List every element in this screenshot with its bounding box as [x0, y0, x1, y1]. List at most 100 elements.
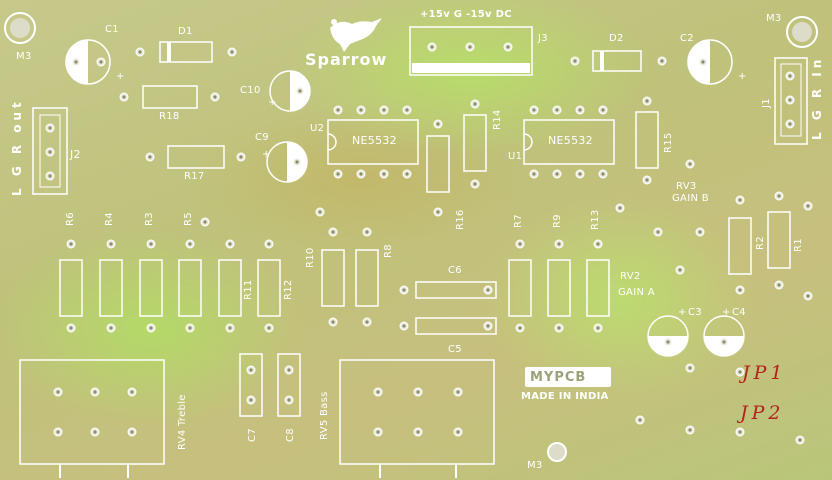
label-c8: C8	[285, 428, 296, 442]
label-r6: R6	[65, 212, 76, 226]
label-r3: R3	[144, 212, 155, 226]
label-m3-top-right: M3	[766, 13, 782, 24]
label-m3-bottom: M3	[527, 460, 543, 471]
label-j2-pinout: L G R out	[10, 98, 24, 196]
capacitor-c8	[277, 353, 301, 417]
connector-j3	[409, 26, 533, 76]
label-ic-u2: NE5532	[352, 134, 397, 147]
resistor-r14	[463, 99, 487, 189]
label-j2: J2	[70, 148, 81, 161]
mounting-hole-top-left	[4, 12, 36, 44]
resistor-r9	[547, 239, 571, 333]
label-ic-u1: NE5532	[548, 134, 593, 147]
potentiometer-rv5	[339, 359, 495, 478]
label-r13: R13	[590, 209, 601, 230]
resistor-r5	[178, 239, 202, 333]
sparrow-bird-logo	[330, 18, 382, 52]
label-c4: C4	[732, 307, 746, 318]
label-c9: C9	[255, 132, 269, 143]
mounting-hole-top-right	[786, 16, 818, 48]
plus-mark-c1: +	[116, 71, 125, 82]
resistor-r12	[257, 239, 281, 333]
capacitor-c7	[239, 353, 263, 417]
resistor-r16	[426, 119, 450, 217]
label-r2: R2	[755, 236, 766, 250]
capacitor-c6	[399, 281, 497, 299]
label-r8: R8	[383, 244, 394, 258]
label-r14: R14	[492, 109, 503, 130]
plus-mark-c3: +	[678, 307, 687, 318]
label-c1: C1	[105, 24, 119, 35]
label-rv5-bass: RV5 Bass	[319, 391, 330, 440]
trimmer-rv3-pads	[653, 227, 705, 275]
jumper-pads	[685, 363, 745, 437]
plus-mark-c9: +	[262, 149, 271, 160]
connector-j1	[774, 57, 808, 145]
handwritten-jp1: JP1	[742, 362, 787, 384]
connector-j2	[32, 107, 68, 195]
label-c5: C5	[448, 344, 462, 355]
label-r10: R10	[305, 247, 316, 268]
label-c3: C3	[688, 307, 702, 318]
label-j1-pinout: L G R In	[810, 55, 824, 140]
plus-mark-c2: +	[738, 71, 747, 82]
label-c2: C2	[680, 33, 694, 44]
resistor-r6	[59, 239, 83, 333]
label-rv3: RV3	[676, 181, 697, 192]
label-m3-top-left: M3	[16, 51, 32, 62]
handwritten-jp2: JP2	[740, 402, 785, 424]
label-u2: U2	[310, 123, 325, 134]
ic-u1	[523, 105, 615, 179]
mounting-hole-bottom	[547, 442, 567, 462]
label-r7: R7	[513, 214, 524, 228]
label-power-input: +15v G -15v DC	[420, 9, 512, 20]
label-r12: R12	[283, 279, 294, 300]
resistor-r17	[145, 145, 246, 169]
label-r1: R1	[793, 238, 804, 252]
resistor-r18	[119, 85, 220, 109]
diode-d2	[570, 50, 667, 72]
capacitor-c5	[399, 317, 497, 335]
resistor-r2	[728, 195, 752, 295]
capacitor-c10	[269, 70, 311, 112]
capacitor-c1	[65, 39, 111, 85]
label-r16: R16	[455, 209, 466, 230]
ic-u2	[327, 105, 419, 179]
label-c10: C10	[240, 85, 261, 96]
label-r15: R15	[663, 132, 674, 153]
plus-mark-c4: +	[722, 307, 731, 318]
label-c6: C6	[448, 265, 462, 276]
plus-mark-c10: +	[268, 97, 277, 108]
label-r18: R18	[159, 111, 180, 122]
capacitor-c9	[266, 141, 308, 183]
resistor-r8	[355, 227, 379, 327]
resistor-r1	[767, 191, 791, 290]
label-rv2: RV2	[620, 271, 641, 282]
capacitor-c2	[687, 39, 733, 85]
resistor-r7	[508, 239, 532, 333]
resistor-r4	[99, 239, 123, 333]
label-r5: R5	[183, 212, 194, 226]
label-brand-sparrow: Sparrow	[305, 50, 388, 69]
capacitor-c3	[647, 315, 689, 357]
resistor-r11	[218, 239, 242, 333]
label-d2: D2	[609, 33, 624, 44]
potentiometer-rv4	[19, 359, 165, 478]
label-gain-a: GAIN A	[618, 287, 655, 298]
resistor-r3	[139, 239, 163, 333]
label-r9: R9	[552, 214, 563, 228]
diode-d1	[135, 41, 237, 63]
label-r4: R4	[104, 212, 115, 226]
label-c7: C7	[247, 428, 258, 442]
resistor-r10	[321, 227, 345, 327]
label-r17: R17	[184, 171, 205, 182]
label-j3: J3	[538, 33, 548, 44]
label-mypcb: MYPCB	[530, 370, 587, 385]
label-made-in-india: MADE IN INDIA	[521, 391, 609, 402]
resistor-r15	[635, 96, 659, 185]
label-d1: D1	[178, 26, 193, 37]
mypcb-logo-box	[525, 367, 611, 387]
resistor-r13	[586, 239, 610, 333]
